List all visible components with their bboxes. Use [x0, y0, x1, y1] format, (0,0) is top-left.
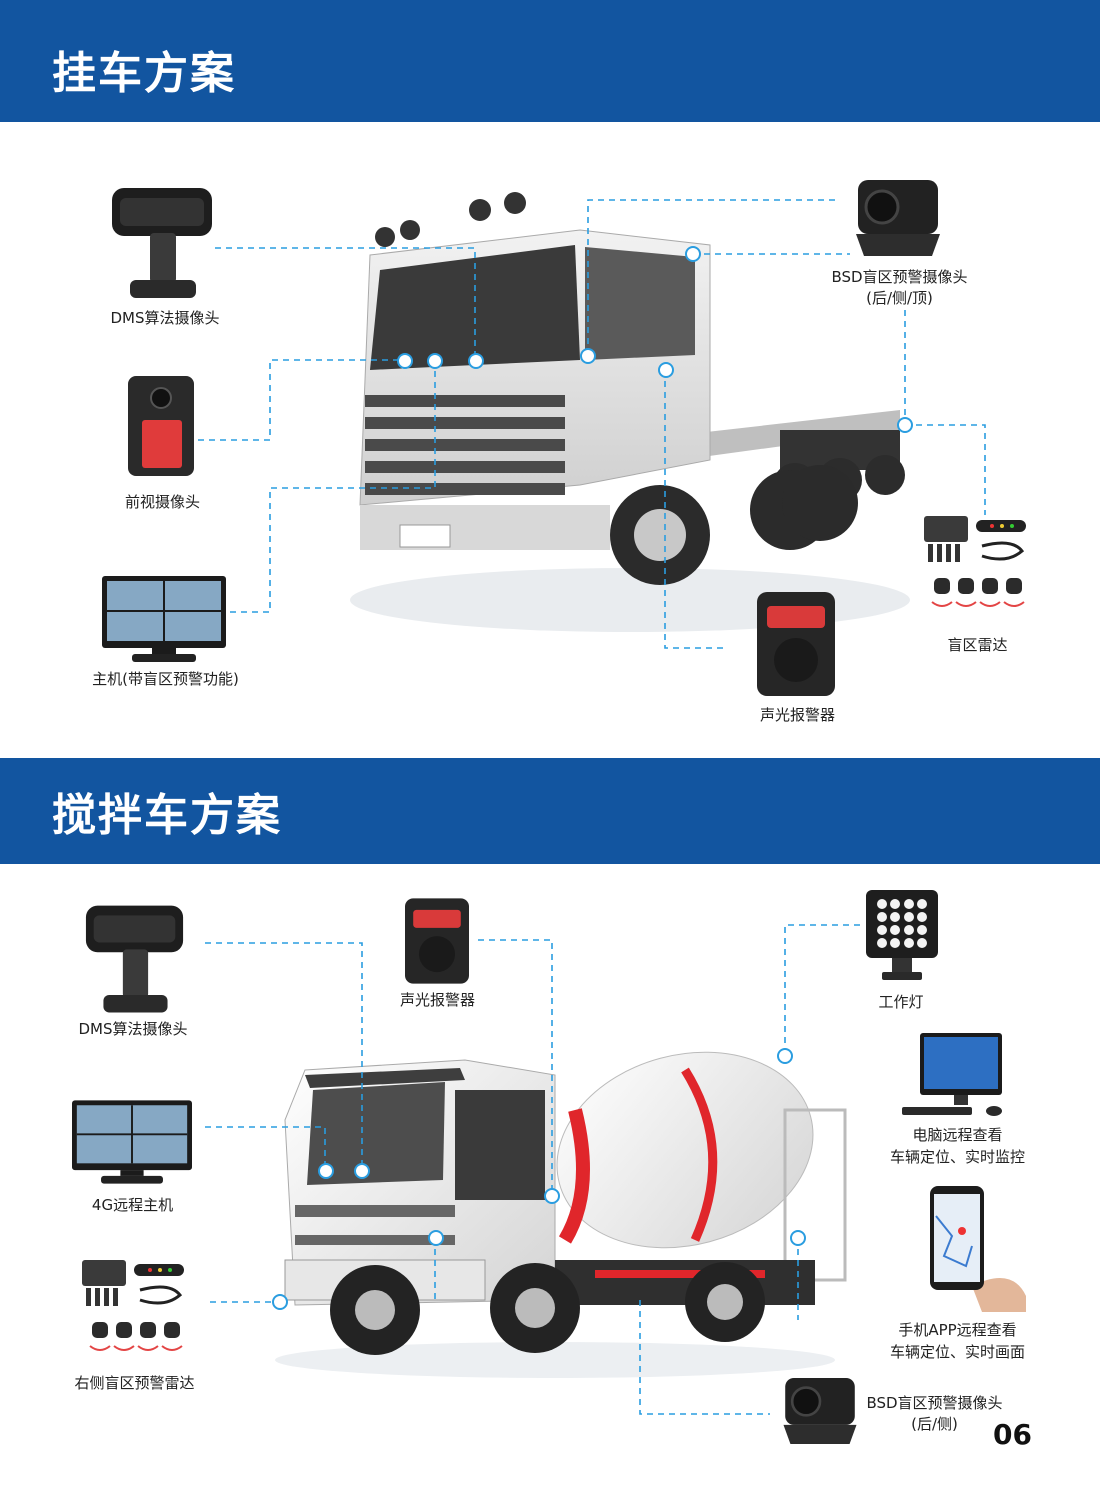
worklight-image [866, 890, 938, 980]
radar-kit-image [924, 516, 1026, 607]
label-pc-2: 车辆定位、实时监控 [889, 1148, 1025, 1166]
label-radar-2: 右侧盲区预警雷达 [74, 1374, 195, 1392]
label-radar: 盲区雷达 [947, 636, 1008, 654]
front-camera-image [128, 376, 194, 476]
label-worklight: 工作灯 [878, 993, 924, 1011]
label-dms-camera-2: DMS算法摄像头 [78, 1020, 188, 1038]
section-banner-mixer: 搅拌车方案 [0, 758, 1100, 864]
radar-kit-2-image [82, 1260, 184, 1351]
label-host: 主机(带盲区预警功能) [92, 670, 239, 688]
label-front-camera: 前视摄像头 [124, 493, 200, 511]
label-bsd-camera-2-2: (后/侧) [911, 1415, 958, 1433]
label-bsd-camera-2-1: BSD盲区预警摄像头 [866, 1394, 1003, 1412]
phone-app-image [930, 1186, 1026, 1312]
alarm-2-image [405, 898, 469, 984]
dms-camera-image [112, 188, 212, 298]
pc-image [902, 1033, 1002, 1116]
label-pc-1: 电脑远程查看 [912, 1126, 1003, 1144]
label-dms-camera: DMS算法摄像头 [110, 309, 220, 327]
label-host-4g: 4G远程主机 [91, 1196, 174, 1214]
section-title-trailer: 挂车方案 [52, 48, 236, 99]
section-title-mixer: 搅拌车方案 [52, 790, 282, 841]
dms-camera-2-image [85, 905, 184, 1013]
bsd-camera-2-image [783, 1377, 857, 1445]
label-alarm-2: 声光报警器 [399, 991, 475, 1009]
host-4g-image [72, 1100, 192, 1184]
label-bsd-camera-2: (后/侧/顶) [866, 289, 933, 307]
concrete-mixer-truck-image [275, 1051, 847, 1378]
label-alarm: 声光报警器 [759, 706, 835, 724]
label-app-1: 手机APP远程查看 [898, 1321, 1017, 1339]
host-monitor-image [102, 576, 226, 662]
label-bsd-camera-1: BSD盲区预警摄像头 [831, 268, 968, 286]
page-number: 06 [993, 1418, 1032, 1451]
label-app-2: 车辆定位、实时画面 [889, 1343, 1025, 1361]
bsd-camera-image [856, 180, 940, 256]
alarm-image [757, 592, 835, 696]
section-banner-trailer: 挂车方案 [0, 0, 1100, 122]
